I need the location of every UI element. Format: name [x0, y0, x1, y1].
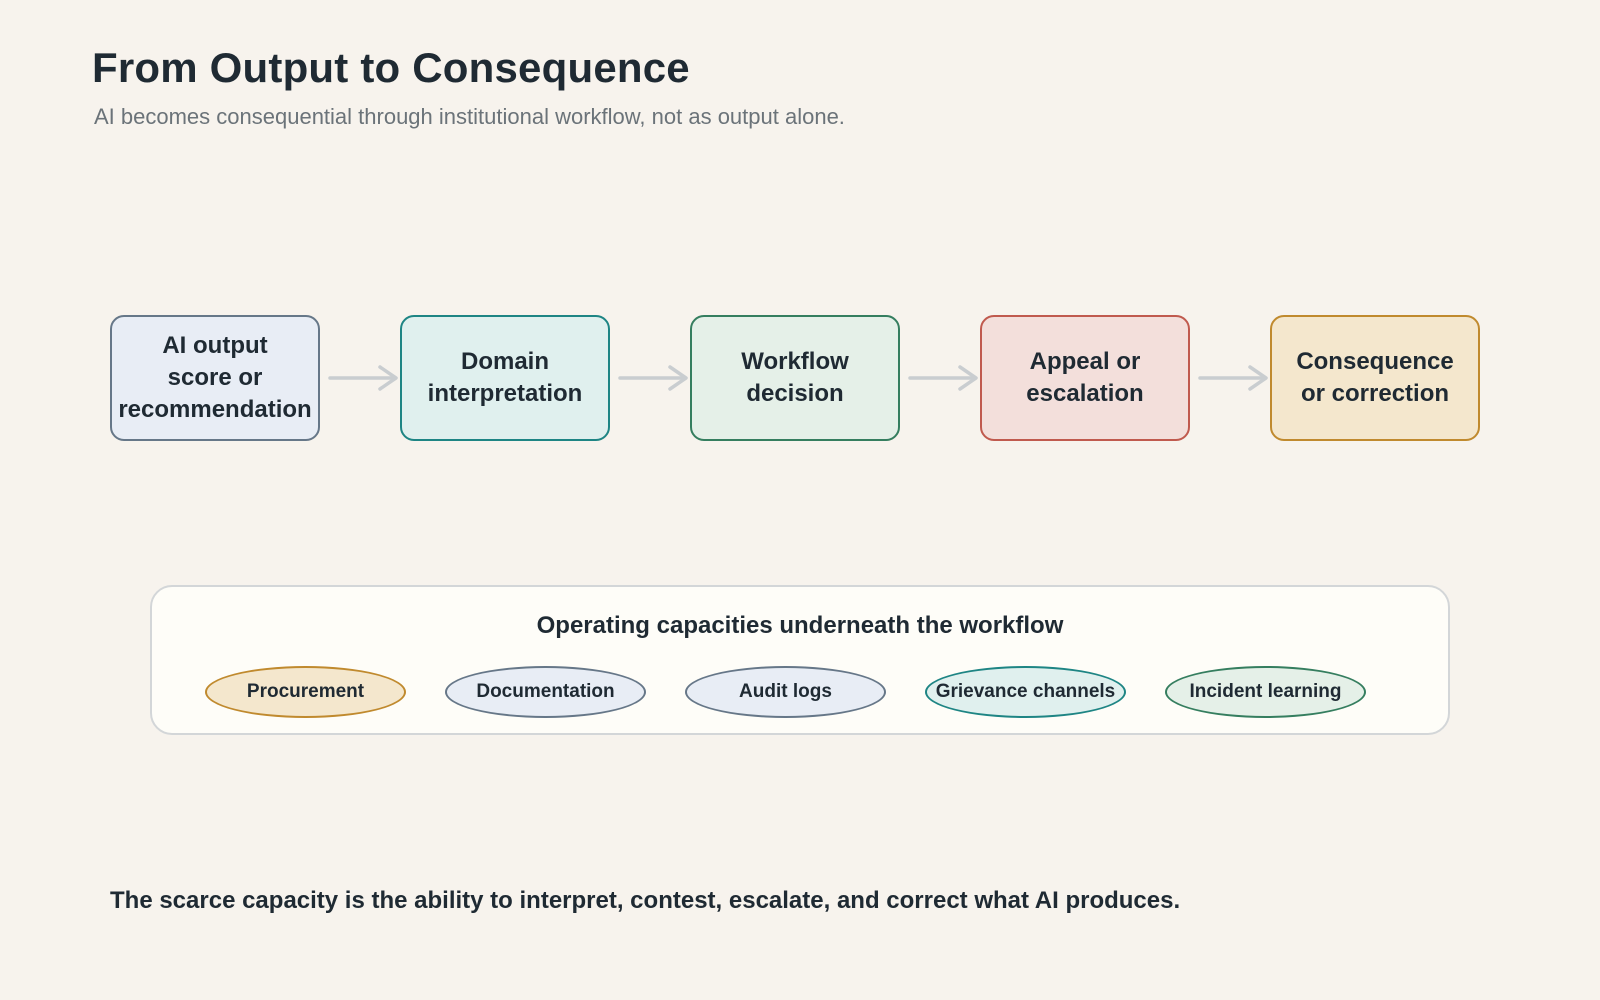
- page-subtitle: AI becomes consequential through institu…: [94, 104, 845, 129]
- page-title: From Output to Consequence: [92, 44, 690, 91]
- capacity-grievance-channels: Grievance channels: [925, 666, 1126, 718]
- step-consequence-correction: Consequence or correction: [1270, 315, 1480, 441]
- capacity-audit-logs: Audit logs: [685, 666, 886, 718]
- step-appeal-escalation: Appeal or escalation: [980, 315, 1190, 441]
- step-domain-interpretation: Domain interpretation: [400, 315, 610, 441]
- arrow-right-icon: [328, 365, 398, 391]
- step-ai-output: AI output score or recommendation: [110, 315, 320, 441]
- step-workflow-decision: Workflow decision: [690, 315, 900, 441]
- capacities-panel: Operating capacities underneath the work…: [150, 585, 1450, 735]
- capacity-incident-learning: Incident learning: [1165, 666, 1366, 718]
- conclusion-text: The scarce capacity is the ability to in…: [110, 887, 1181, 914]
- arrow-right-icon: [1198, 365, 1268, 391]
- arrow-right-icon: [618, 365, 688, 391]
- capacity-documentation: Documentation: [445, 666, 646, 718]
- capacities-title: Operating capacities underneath the work…: [536, 612, 1064, 639]
- arrow-right-icon: [908, 365, 978, 391]
- capacity-procurement: Procurement: [205, 666, 406, 718]
